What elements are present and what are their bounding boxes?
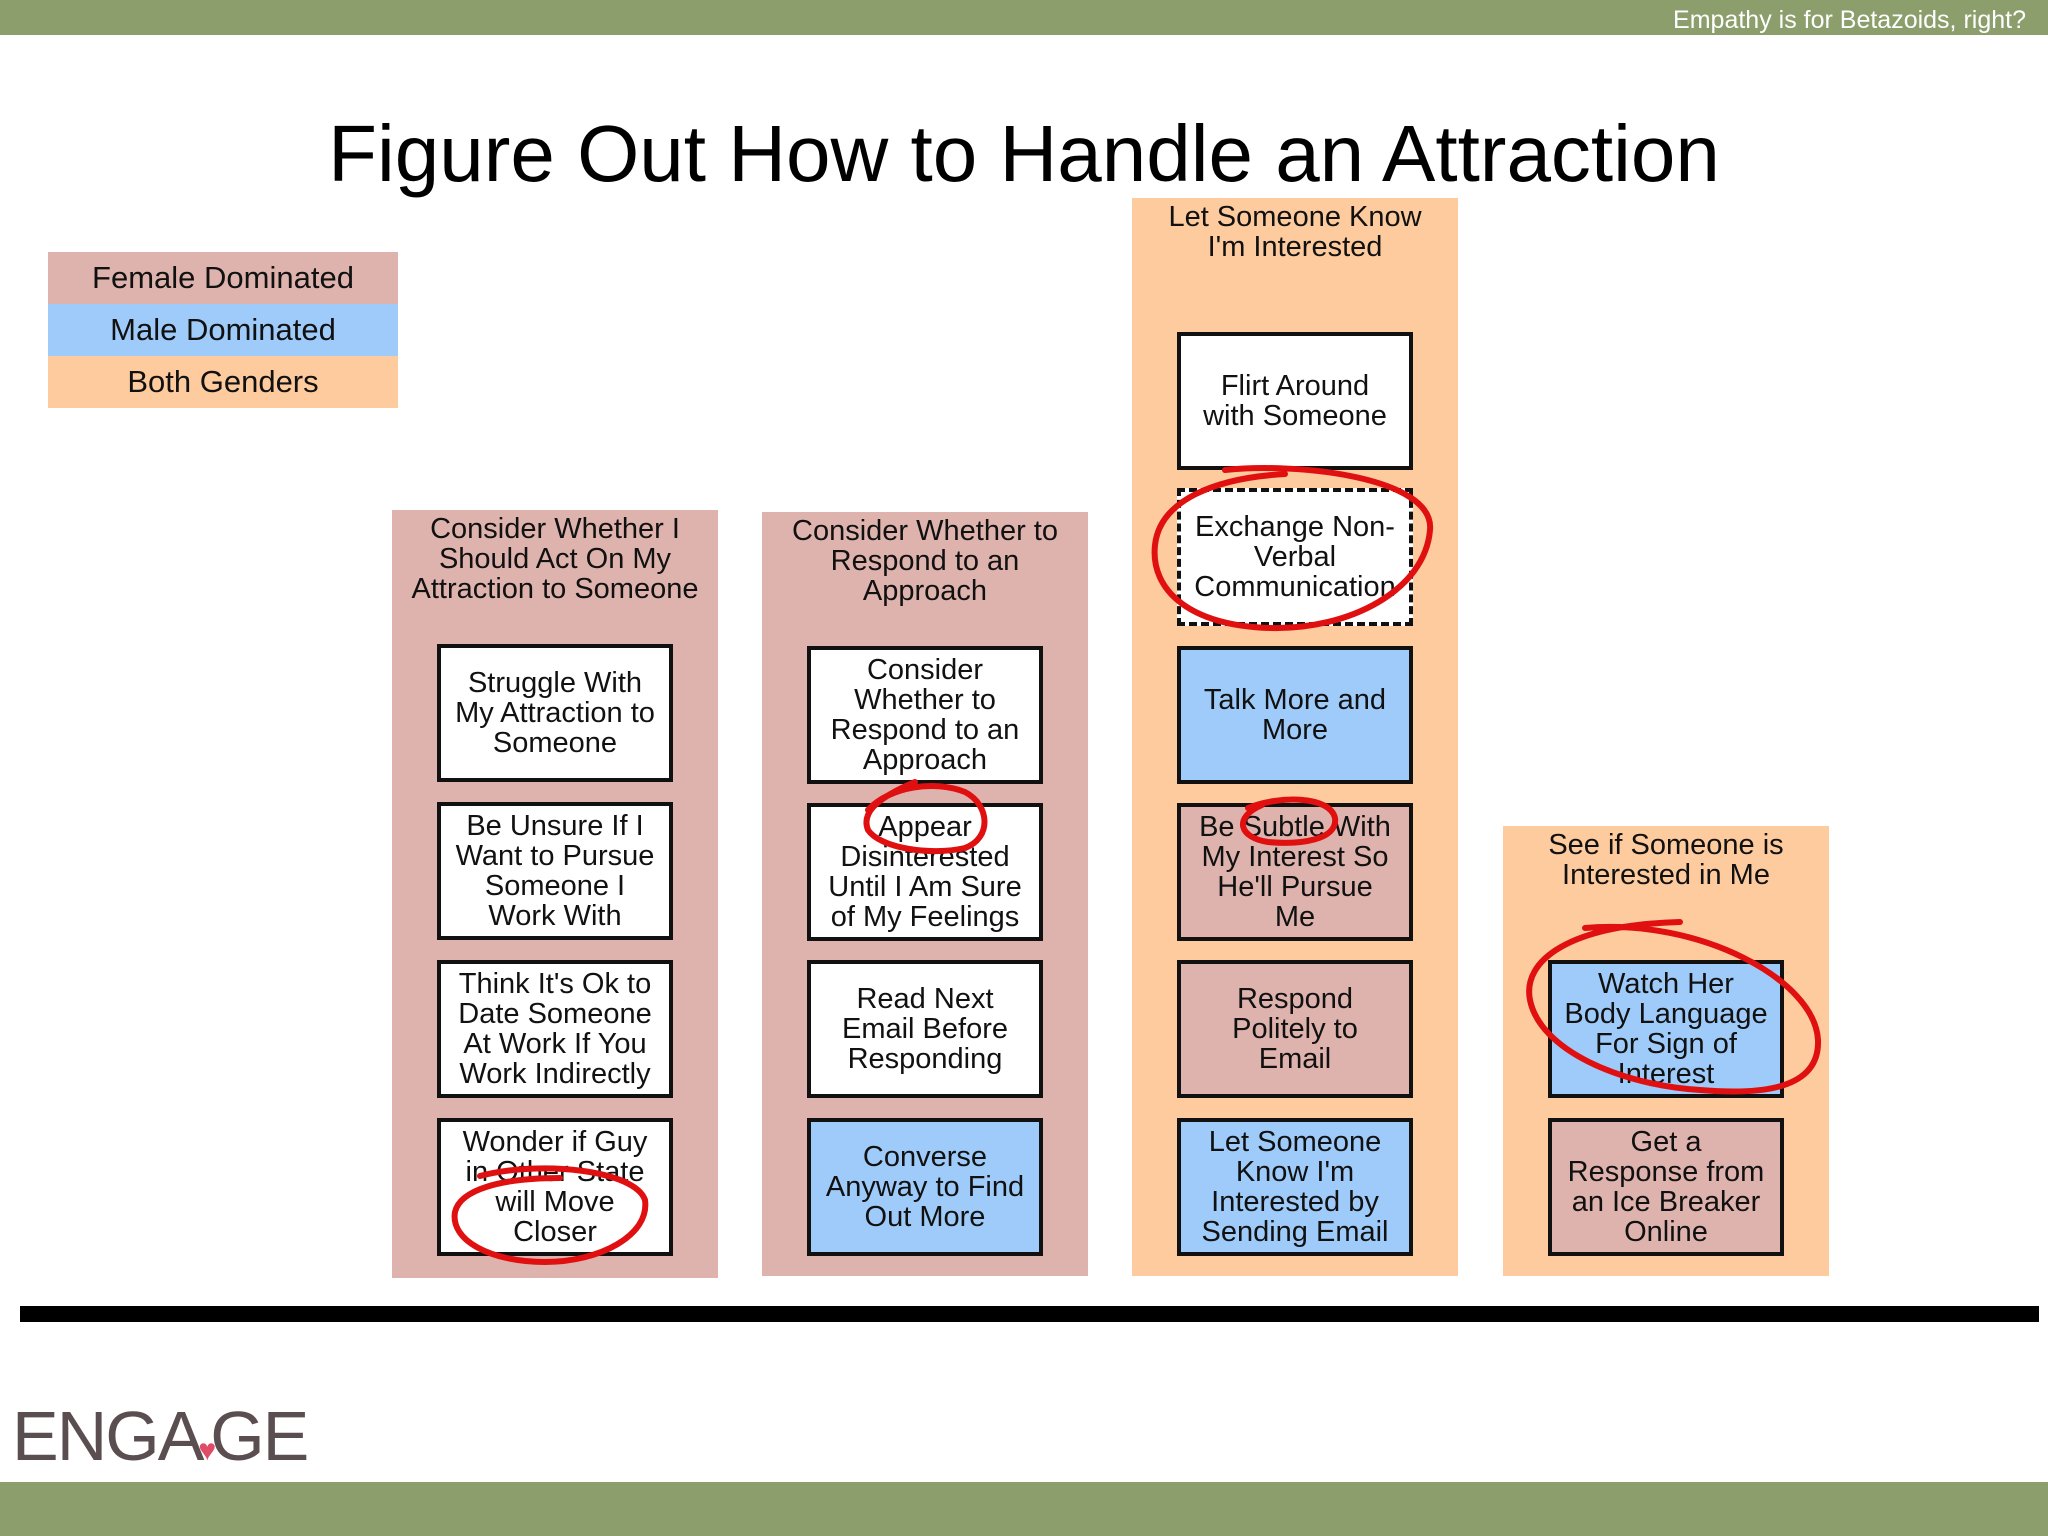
- activity-card: Be Unsure If I Want to Pursue Someone I …: [437, 802, 673, 940]
- logo-text-right: GE: [210, 1397, 309, 1475]
- activity-card: Flirt Around with Someone: [1177, 332, 1413, 470]
- column-title: Let Someone Know I'm Interested: [1168, 201, 1422, 263]
- activity-card: Be Subtle With My Interest So He'll Purs…: [1177, 803, 1413, 941]
- legend-female: Female Dominated: [48, 252, 398, 304]
- activity-card: Think It's Ok to Date Someone At Work If…: [437, 960, 673, 1098]
- activity-card: Converse Anyway to Find Out More: [807, 1118, 1043, 1256]
- activity-card: Talk More and More: [1177, 646, 1413, 784]
- legend-both: Both Genders: [48, 356, 398, 408]
- bottom-banner: [0, 1482, 2048, 1536]
- divider-line: [20, 1306, 2039, 1322]
- logo-text-left: ENG: [12, 1397, 160, 1475]
- activity-card: Watch Her Body Language For Sign of Inte…: [1548, 960, 1784, 1098]
- tagline: Empathy is for Betazoids, right?: [1673, 6, 2026, 34]
- activity-card: Let Someone Know I'm Interested by Sendi…: [1177, 1118, 1413, 1256]
- activity-card: Struggle With My Attraction to Someone: [437, 644, 673, 782]
- activity-card: Respond Politely to Email: [1177, 960, 1413, 1098]
- activity-card: Appear Disinterested Until I Am Sure of …: [807, 803, 1043, 941]
- activity-card: Exchange Non- Verbal Communication: [1177, 488, 1413, 626]
- heart-icon: ♥: [198, 1434, 216, 1467]
- legend-male: Male Dominated: [48, 304, 398, 356]
- top-banner: Empathy is for Betazoids, right?: [0, 0, 2048, 35]
- column-title: Consider Whether to Respond to an Approa…: [792, 515, 1058, 607]
- logo-a: A♥: [157, 1397, 216, 1475]
- column-title: See if Someone is Interested in Me: [1548, 829, 1784, 891]
- activity-card: Consider Whether to Respond to an Approa…: [807, 646, 1043, 784]
- column-title: Consider Whether I Should Act On My Attr…: [411, 513, 699, 605]
- slide-title: Figure Out How to Handle an Attraction: [328, 109, 1720, 198]
- activity-card: Get a Response from an Ice Breaker Onlin…: [1548, 1118, 1784, 1256]
- activity-card: Read Next Email Before Responding: [807, 960, 1043, 1098]
- legend: Female Dominated Male Dominated Both Gen…: [48, 252, 398, 408]
- activity-card: Wonder if Guy in Other State will Move C…: [437, 1118, 673, 1256]
